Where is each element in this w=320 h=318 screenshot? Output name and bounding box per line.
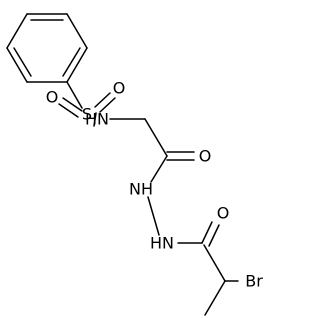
s-o-double-bond (62, 97, 83, 112)
hydrazide-nh-label: NH (129, 180, 153, 199)
ring-bond (6, 47, 28, 83)
carbonyl-oxygen-label: O (217, 204, 230, 223)
ring-bond (6, 13, 28, 49)
s-n-bond (93, 112, 97, 127)
bromine-label: Br (245, 272, 263, 291)
c-o-double-bond (201, 221, 213, 244)
sulfonyl-oxygen-label: O (46, 88, 59, 107)
s-o-double-bond (58, 103, 79, 118)
c-o-double-bond (208, 224, 220, 247)
ring-double-bond (62, 47, 81, 77)
c-n-bond (150, 155, 168, 183)
ring-bond (66, 47, 88, 83)
sulfur-label: S (82, 105, 92, 124)
carbonyl-oxygen-label: O (199, 147, 212, 166)
sulfonamide-nh-label: HN (85, 110, 109, 129)
benzene-ring (6, 13, 88, 83)
s-o-double-bond (99, 97, 116, 113)
c-ch3-bond (204, 280, 226, 316)
ring-double-bond (13, 47, 32, 77)
molecule-structure-diagram: O O S HN O NH HN O Br (6, 13, 263, 316)
ch2-c-bond (144, 118, 168, 157)
ring-bond (66, 13, 88, 49)
c-c-bond (203, 244, 226, 282)
s-o-double-bond (94, 92, 111, 108)
sulfonyl-oxygen-label: O (113, 79, 126, 98)
hydrazide-hn-label: HN (150, 234, 174, 253)
n-n-bond (147, 196, 160, 236)
ring-s-bond (66, 81, 83, 109)
